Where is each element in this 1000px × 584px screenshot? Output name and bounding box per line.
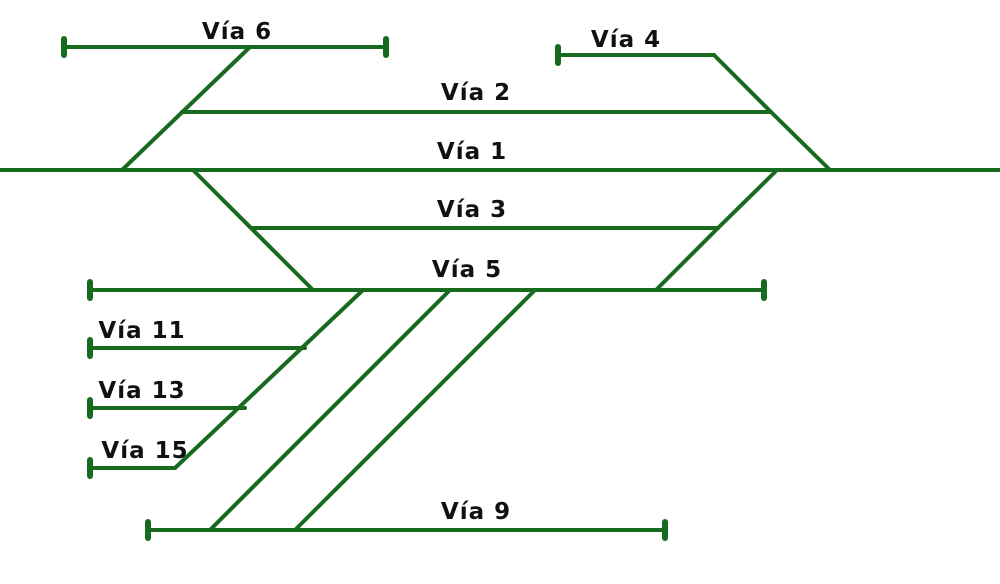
track-lines (0, 45, 1000, 532)
track-label-via3: Vía 3 (436, 197, 508, 223)
switch-diagonal-via9-to-via5-a (208, 288, 452, 532)
track-label-via13: Vía 13 (98, 378, 186, 404)
track-label-via5: Vía 5 (431, 257, 503, 283)
switch-diagonal-via5-to-via3 (654, 226, 720, 292)
buffer-stops (61, 36, 767, 541)
track-label-via1: Vía 1 (436, 139, 508, 165)
track-label-via11: Vía 11 (98, 318, 186, 344)
switch-diagonal-main-to-via5 (191, 168, 315, 292)
switch-diagonal-via9-to-via5-b (293, 288, 537, 532)
track-label-via2: Vía 2 (440, 80, 512, 106)
switch-diagonal-via3-to-main (716, 168, 779, 230)
track-label-via9: Vía 9 (440, 499, 512, 525)
switch-diagonal-via4-to-via2 (712, 53, 773, 114)
switch-diagonal-via2-to-main (769, 110, 832, 172)
track-label-via4: Vía 4 (590, 27, 662, 53)
switch-diagonal-main-to-via6 (120, 45, 252, 172)
track-label-via15: Vía 15 (101, 438, 189, 464)
ladder-diagonal-sidings (173, 288, 365, 470)
track-label-via6: Vía 6 (201, 19, 273, 45)
